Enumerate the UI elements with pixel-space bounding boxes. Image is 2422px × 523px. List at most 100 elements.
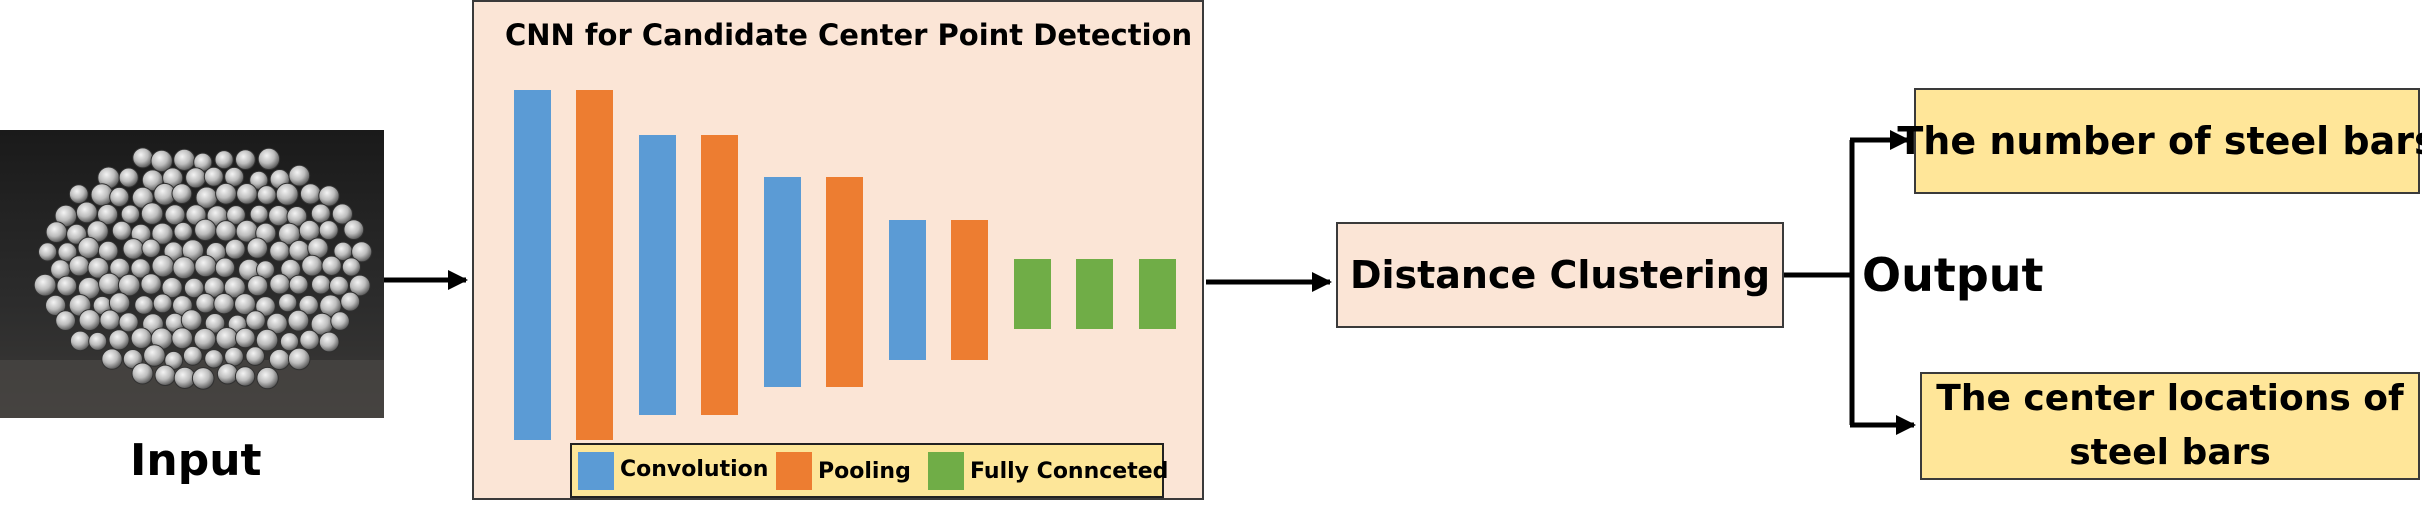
steel-bar-end: [269, 273, 291, 295]
steel-bar-end: [224, 166, 245, 187]
steel-bar-end: [182, 345, 203, 366]
steel-bar-end: [215, 327, 239, 350]
steel-bar-end: [45, 294, 67, 316]
steel-bar-end: [140, 273, 162, 295]
steel-bar-end: [279, 332, 300, 352]
pool-layer-3: [826, 177, 863, 387]
steel-bar-end: [341, 257, 361, 277]
steel-bar-end: [331, 203, 353, 225]
steel-bar-end: [185, 167, 207, 189]
steel-bar-end: [234, 366, 256, 387]
fc-layer-1: [1014, 259, 1051, 329]
steel-bar-end: [193, 327, 217, 351]
steel-bar-end: [195, 293, 216, 314]
steel-bar-end: [134, 295, 154, 315]
steel-bar-end: [226, 205, 246, 225]
steel-bar-end: [351, 241, 373, 263]
conv-layer-1: [514, 90, 551, 440]
steel-bar-end: [161, 277, 183, 299]
steel-bar-end: [249, 204, 269, 224]
legend-label-convolution: Convolution: [620, 457, 769, 482]
legend-label-fully-connected: Fully Connceted: [970, 459, 1169, 484]
steel-bar-end: [318, 220, 339, 241]
steel-bar-end: [122, 238, 145, 260]
steel-bar-end: [203, 166, 224, 187]
steel-bar-end: [97, 240, 119, 262]
steel-bar-end: [78, 309, 101, 332]
steel-bar-end: [204, 349, 224, 369]
steel-bar-end: [214, 257, 236, 278]
steel-bar-end: [287, 347, 311, 371]
steel-bar-end: [287, 309, 310, 332]
steel-bar-end: [236, 183, 258, 205]
steel-bar-end: [191, 367, 215, 390]
legend-swatch-fully-connected: [928, 452, 964, 490]
steel-bar-end: [299, 329, 320, 351]
steel-bar-end: [57, 242, 78, 263]
steel-bar-end: [321, 255, 342, 277]
output-center-locations-box: The center locations of steel bars: [1920, 372, 2420, 480]
steel-bar-end: [299, 183, 322, 205]
steel-bar-end: [310, 203, 331, 224]
steel-bar-end: [268, 205, 290, 227]
steel-bar-end: [223, 276, 246, 299]
steel-bar-end: [88, 331, 108, 351]
steel-bar-end: [214, 150, 234, 170]
steel-bar-end: [235, 149, 256, 170]
steel-bar-end: [172, 256, 196, 280]
steel-bar-end: [329, 275, 349, 296]
cnn-title: CNN for Candidate Center Point Detection: [505, 18, 1193, 52]
steel-bar-end: [118, 312, 139, 333]
steel-bar-end: [152, 293, 173, 314]
steel-bar-end: [213, 293, 235, 315]
steel-bar-end: [33, 273, 57, 297]
steel-bar-end: [77, 236, 100, 260]
steel-bar-end: [278, 293, 298, 313]
legend: Convolution Pooling Fully Connceted: [570, 443, 1168, 498]
steel-bar-end: [87, 256, 110, 279]
pool-layer-4: [951, 220, 988, 360]
steel-bar-end: [204, 313, 226, 334]
steel-bar-end: [173, 221, 193, 242]
conv-layer-4: [889, 220, 926, 360]
steel-bar-end: [255, 296, 276, 317]
steel-bar-end: [118, 167, 139, 188]
pool-layer-1: [576, 90, 613, 440]
pool-layer-2: [701, 135, 738, 415]
steel-bar-end: [140, 202, 164, 225]
output-label: Output: [1862, 248, 2044, 302]
steel-bar-end: [143, 344, 166, 367]
steel-bar-end: [194, 254, 217, 278]
legend-swatch-pooling: [776, 452, 812, 490]
steel-bar-end: [130, 258, 151, 279]
steel-bar-end: [151, 254, 175, 278]
steel-bar-end: [245, 310, 266, 331]
cnn-box: [472, 0, 1204, 500]
steel-bar-end: [288, 274, 309, 295]
legend-label-pooling: Pooling: [818, 459, 911, 484]
steel-bar-end: [348, 274, 371, 297]
steel-bar-end: [180, 309, 203, 331]
steel-bar-end: [171, 327, 194, 350]
steel-bar-end: [101, 348, 123, 370]
steel-bar-end: [45, 221, 68, 243]
input-image: [0, 130, 384, 418]
distance-clustering-box: Distance Clustering: [1336, 222, 1784, 328]
steel-bar-end: [164, 204, 186, 226]
steel-bar-end: [108, 292, 131, 314]
fc-layer-3: [1139, 259, 1176, 329]
steel-bar-end: [55, 310, 76, 332]
steel-bar-end: [256, 185, 277, 205]
steel-bar-end: [269, 240, 291, 262]
steel-bar-end: [109, 257, 131, 279]
steel-bar-end: [98, 272, 121, 296]
steel-bar-end: [318, 331, 340, 353]
steel-bar-end: [266, 312, 288, 335]
steel-bar-end: [117, 273, 141, 297]
steel-bar-end: [340, 291, 361, 312]
steel-bar-end: [288, 164, 311, 187]
steel-bar-end: [150, 149, 173, 173]
steel-bar-end: [275, 182, 299, 206]
steel-bar-end: [257, 147, 281, 171]
